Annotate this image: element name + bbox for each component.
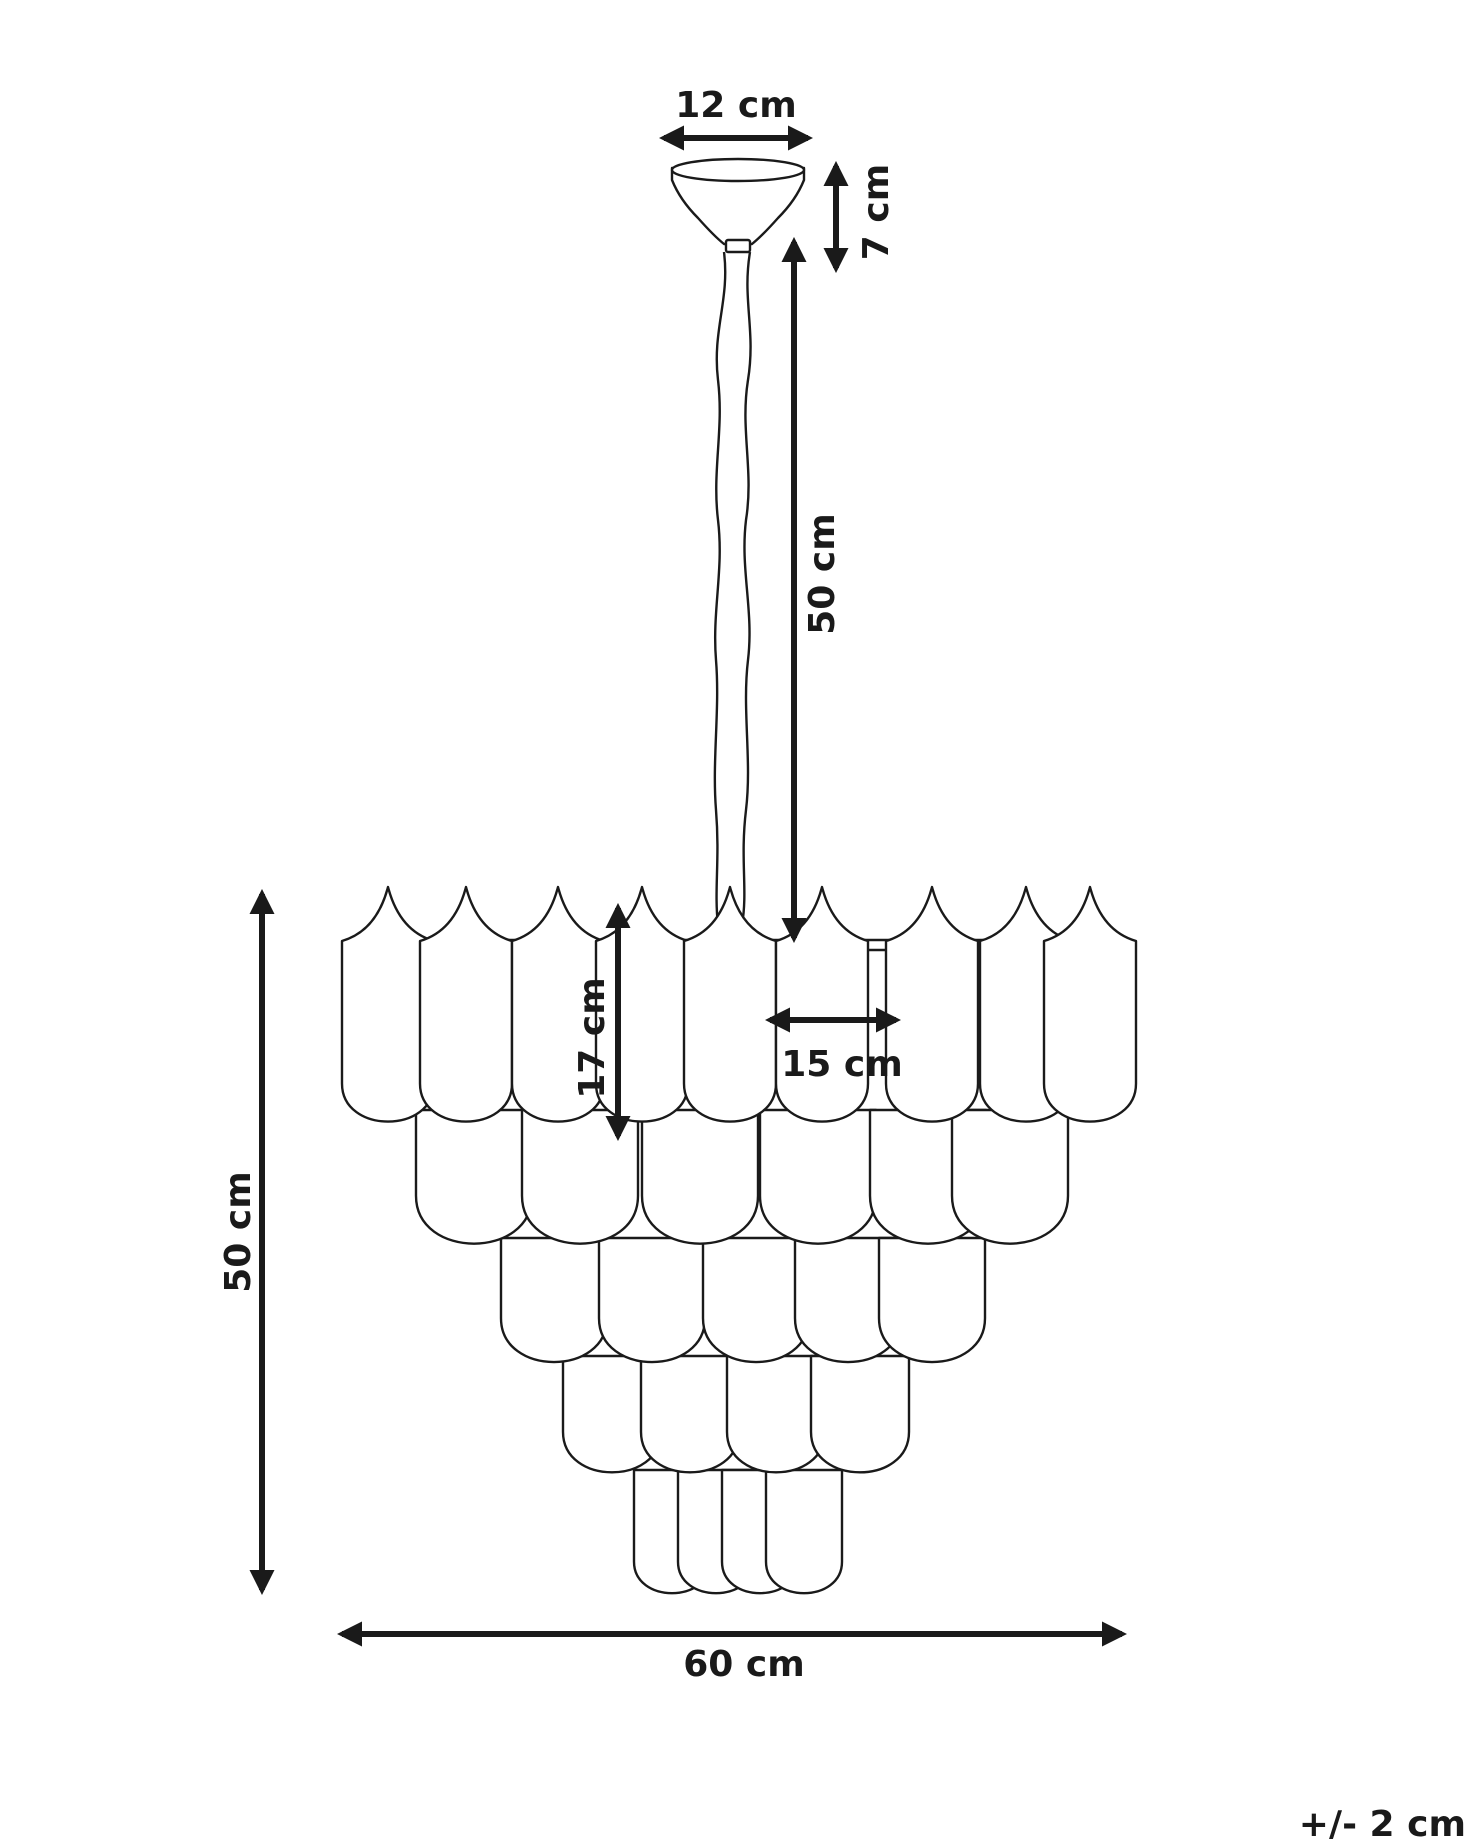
pointed-petal: [1042, 885, 1138, 1123]
tolerance-note: +/- 2 cm: [1299, 1804, 1466, 1839]
petal-tiers: [340, 885, 1138, 1595]
ceiling-canopy: [670, 157, 806, 254]
petal: [597, 1236, 707, 1364]
body-height-label: 50 cm: [218, 1171, 259, 1292]
chain-length-label: 50 cm: [802, 513, 843, 634]
body-width-label: 60 cm: [683, 1644, 804, 1685]
petal: [758, 1108, 878, 1245]
petal: [640, 1108, 760, 1245]
petal: [764, 1468, 844, 1595]
petal: [414, 1108, 534, 1245]
petal: [701, 1236, 811, 1364]
petal: [639, 1354, 741, 1474]
petal: [877, 1236, 987, 1364]
petal: [520, 1108, 640, 1245]
petal: [499, 1236, 609, 1364]
petal: [950, 1108, 1070, 1245]
petal: [809, 1354, 911, 1474]
pointed-petal: [774, 885, 870, 1123]
pointed-petal: [682, 885, 778, 1123]
pointed-petal: [884, 885, 980, 1123]
pointed-petal: [510, 885, 606, 1123]
petal-width-label: 15 cm: [781, 1044, 902, 1085]
pointed-petal: [418, 885, 514, 1123]
canopy-height-label: 7 cm: [856, 164, 897, 260]
hanging-chain: [713, 251, 752, 926]
canopy-width-label: 12 cm: [675, 85, 796, 126]
petal-height-label: 17 cm: [572, 977, 613, 1098]
